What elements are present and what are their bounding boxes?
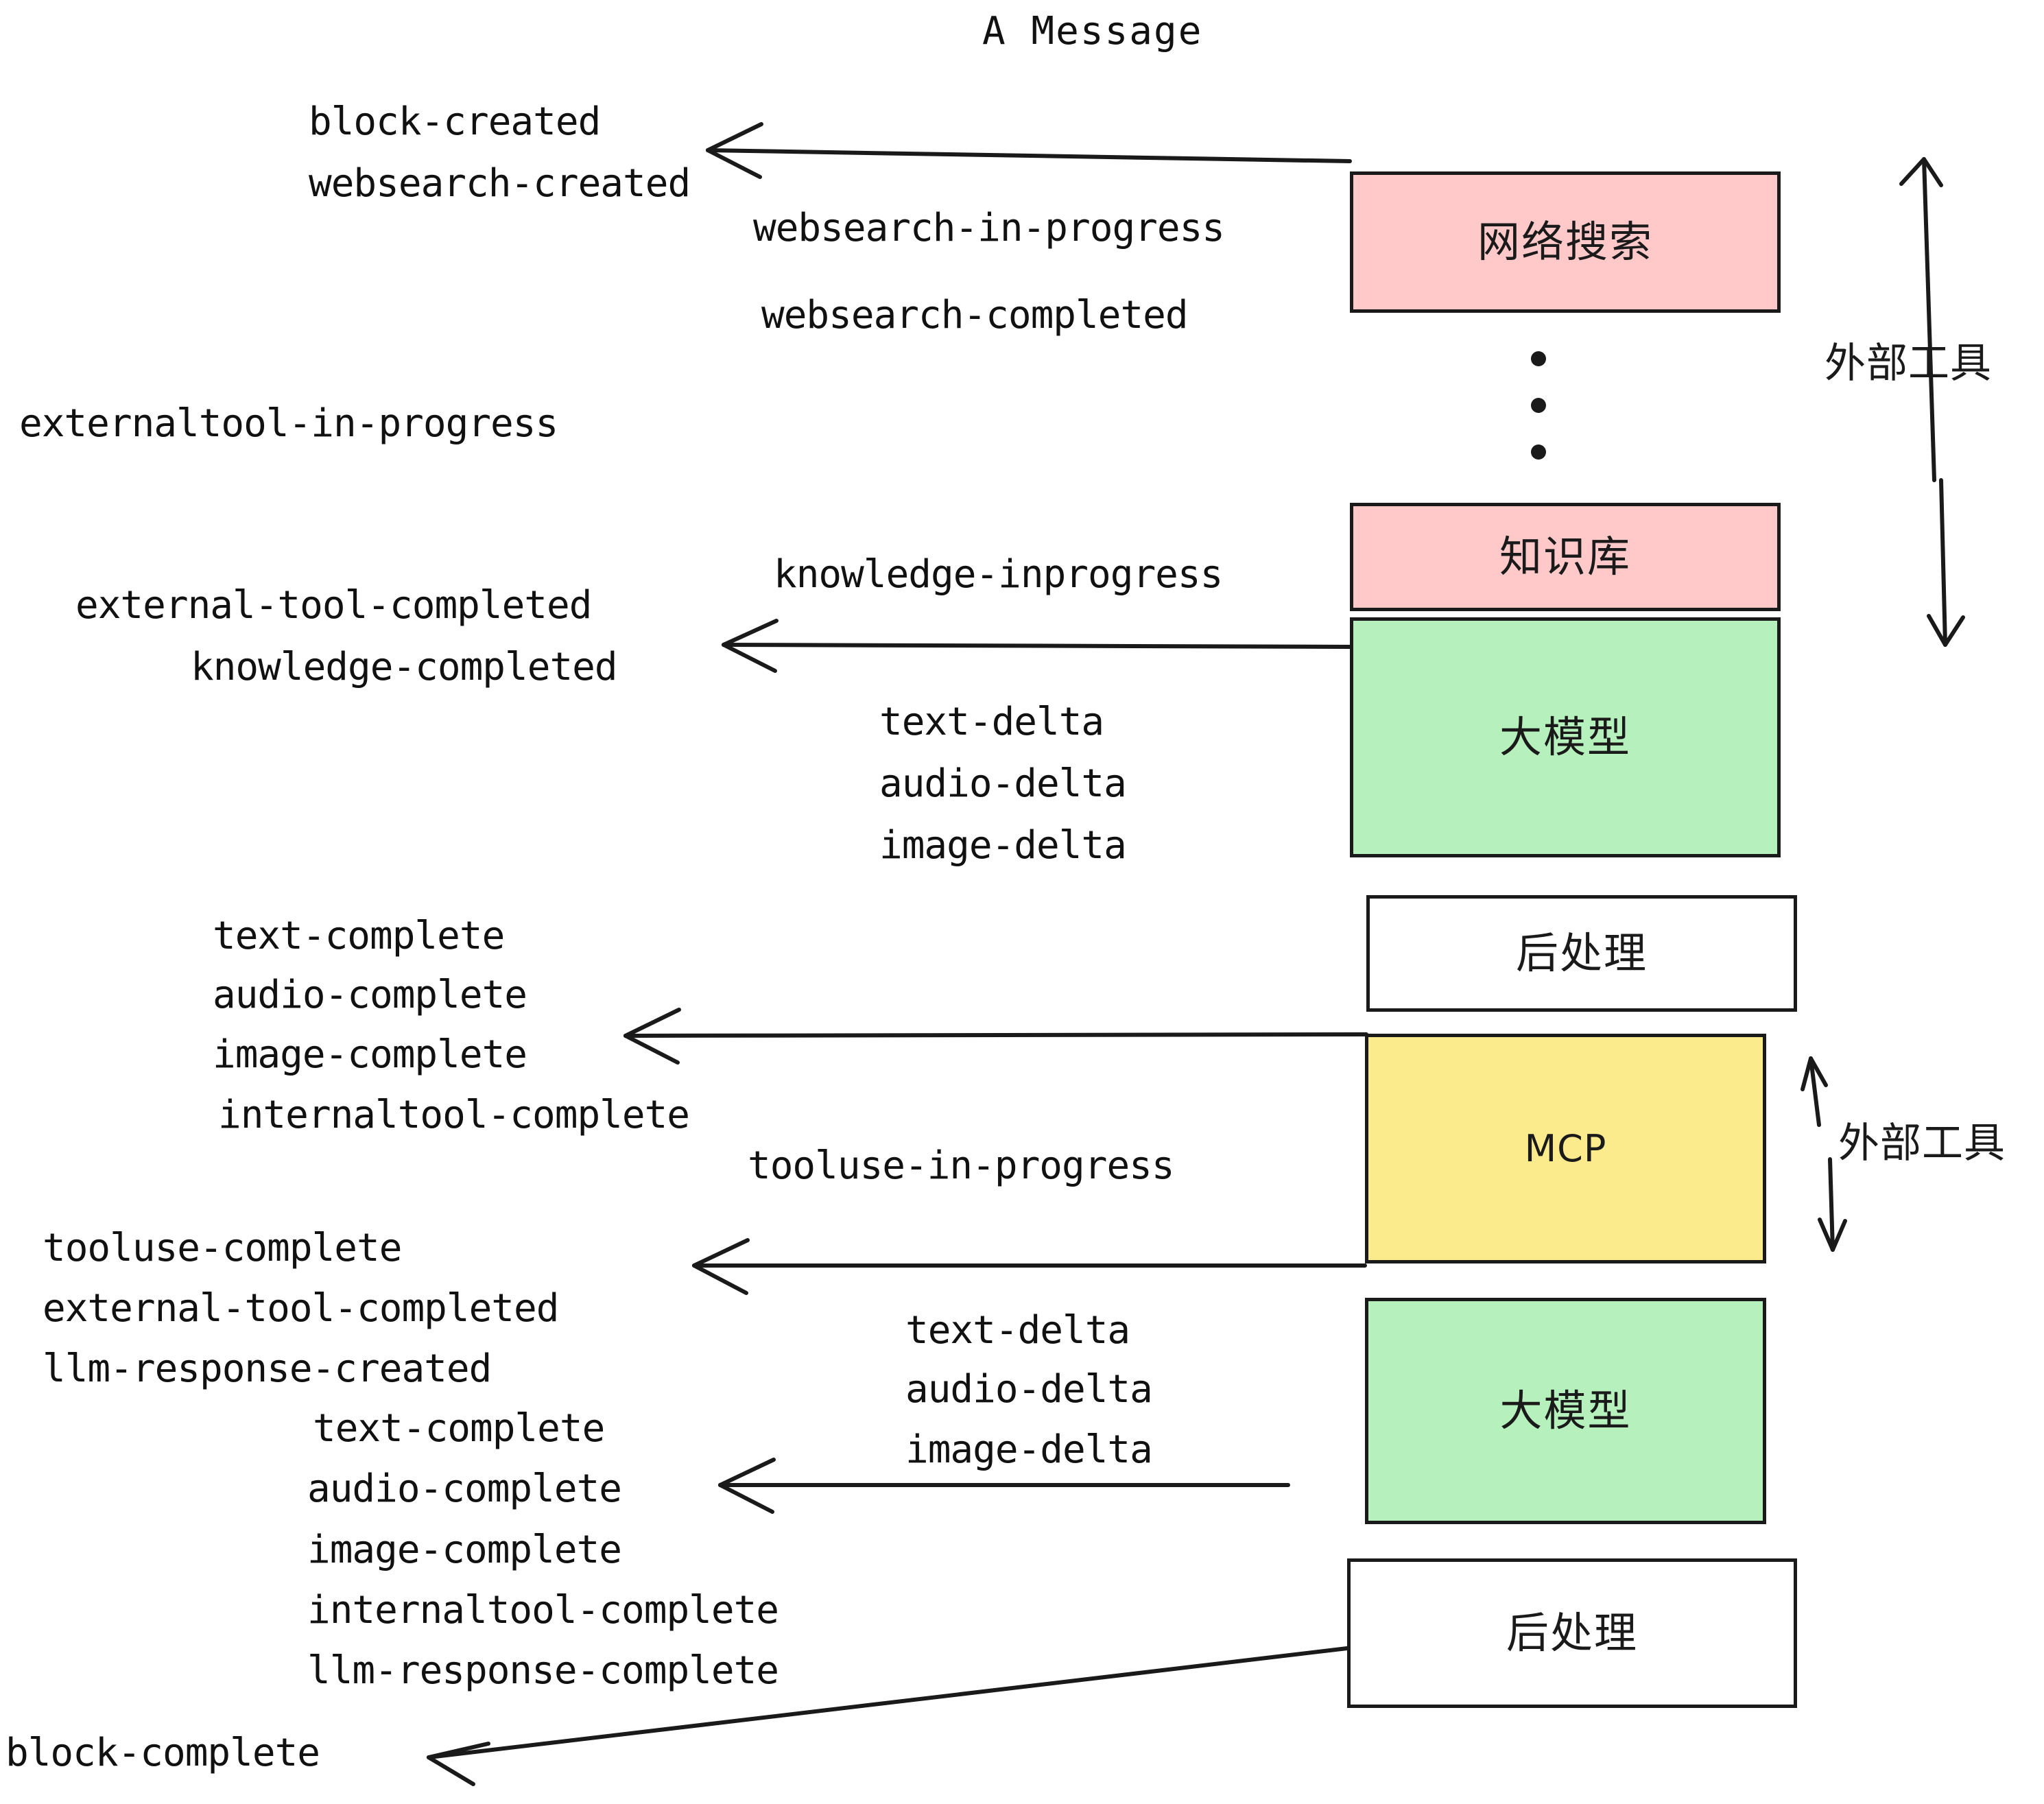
node-postprocess-bottom[interactable]: 后处理 (1347, 1558, 1797, 1708)
event-websearch-in-progress: websearch-in-progress (753, 206, 1225, 250)
event-tooluse-complete: tooluse-complete (43, 1226, 402, 1270)
arrow-knowledge-to-completed (722, 619, 1352, 673)
node-llm-bottom-label: 大模型 (1499, 1386, 1632, 1436)
external-tools-label-bottom: 外部工具 (1838, 1119, 2006, 1167)
event-llm-response-created: llm-response-created (43, 1346, 492, 1391)
arrow-mcp-to-tooluse-complete (692, 1238, 1367, 1295)
event-text-complete-2: text-complete (313, 1406, 605, 1451)
ellipsis-dot (1531, 444, 1546, 460)
event-image-complete-1: image-complete (213, 1032, 527, 1077)
event-audio-delta-1: audio-delta (879, 761, 1127, 806)
event-image-complete-2: image-complete (307, 1528, 622, 1572)
arrow-external-tools-up-top (1899, 157, 1943, 482)
arrow-external-tools-down-bottom (1818, 1157, 1847, 1252)
event-websearch-created: websearch-created (309, 161, 691, 206)
arrow-llm-top-to-complete (623, 1008, 1368, 1065)
event-audio-complete-2: audio-complete (307, 1467, 622, 1511)
node-llm-top[interactable]: 大模型 (1350, 617, 1781, 857)
event-block-complete: block-complete (5, 1731, 320, 1775)
diagram-title: A Message (982, 9, 1203, 54)
node-knowledge-label: 知识库 (1499, 532, 1631, 582)
event-external-tool-completed-1: external-tool-completed (75, 583, 592, 628)
node-postprocess-top-label: 后处理 (1515, 928, 1648, 978)
node-llm-top-label: 大模型 (1499, 712, 1631, 762)
event-text-delta-2: text-delta (905, 1308, 1130, 1353)
event-llm-response-complete: llm-response-complete (307, 1648, 779, 1693)
event-internaltool-complete-2: internaltool-complete (307, 1588, 779, 1633)
node-llm-bottom[interactable]: 大模型 (1365, 1298, 1766, 1524)
event-tooluse-in-progress: tooluse-in-progress (748, 1143, 1175, 1188)
event-internaltool-complete-1: internaltool-complete (218, 1093, 690, 1137)
ellipsis-dot (1531, 351, 1546, 366)
ellipsis-dot (1531, 398, 1546, 413)
arrow-websearch-to-created (706, 122, 1352, 179)
event-image-delta-2: image-delta (905, 1427, 1153, 1472)
event-knowledge-inprogress: knowledge-inprogress (774, 552, 1223, 597)
event-text-delta-1: text-delta (879, 700, 1104, 744)
node-knowledge[interactable]: 知识库 (1350, 503, 1781, 611)
event-external-tool-completed-2: external-tool-completed (43, 1286, 559, 1331)
event-externaltool-in-progress: externaltool-in-progress (19, 401, 558, 446)
event-audio-complete-1: audio-complete (213, 973, 527, 1017)
node-mcp-label: MCP (1524, 1126, 1607, 1170)
event-websearch-completed: websearch-completed (761, 293, 1189, 337)
external-tools-label-top: 外部工具 (1825, 340, 1992, 388)
node-postprocess-top[interactable]: 后处理 (1366, 895, 1797, 1012)
arrow-external-tools-down-top (1927, 478, 1965, 647)
event-block-created: block-created (309, 99, 601, 144)
node-websearch-label: 网络搜索 (1477, 217, 1653, 267)
event-text-complete-1: text-complete (213, 914, 505, 958)
node-mcp[interactable]: MCP (1365, 1034, 1766, 1263)
node-postprocess-bottom-label: 后处理 (1506, 1608, 1638, 1658)
arrow-external-tools-up-bottom (1801, 1056, 1828, 1127)
node-websearch[interactable]: 网络搜索 (1350, 171, 1781, 313)
event-knowledge-completed: knowledge-completed (191, 645, 618, 689)
event-image-delta-1: image-delta (879, 823, 1127, 868)
event-audio-delta-2: audio-delta (905, 1367, 1153, 1412)
